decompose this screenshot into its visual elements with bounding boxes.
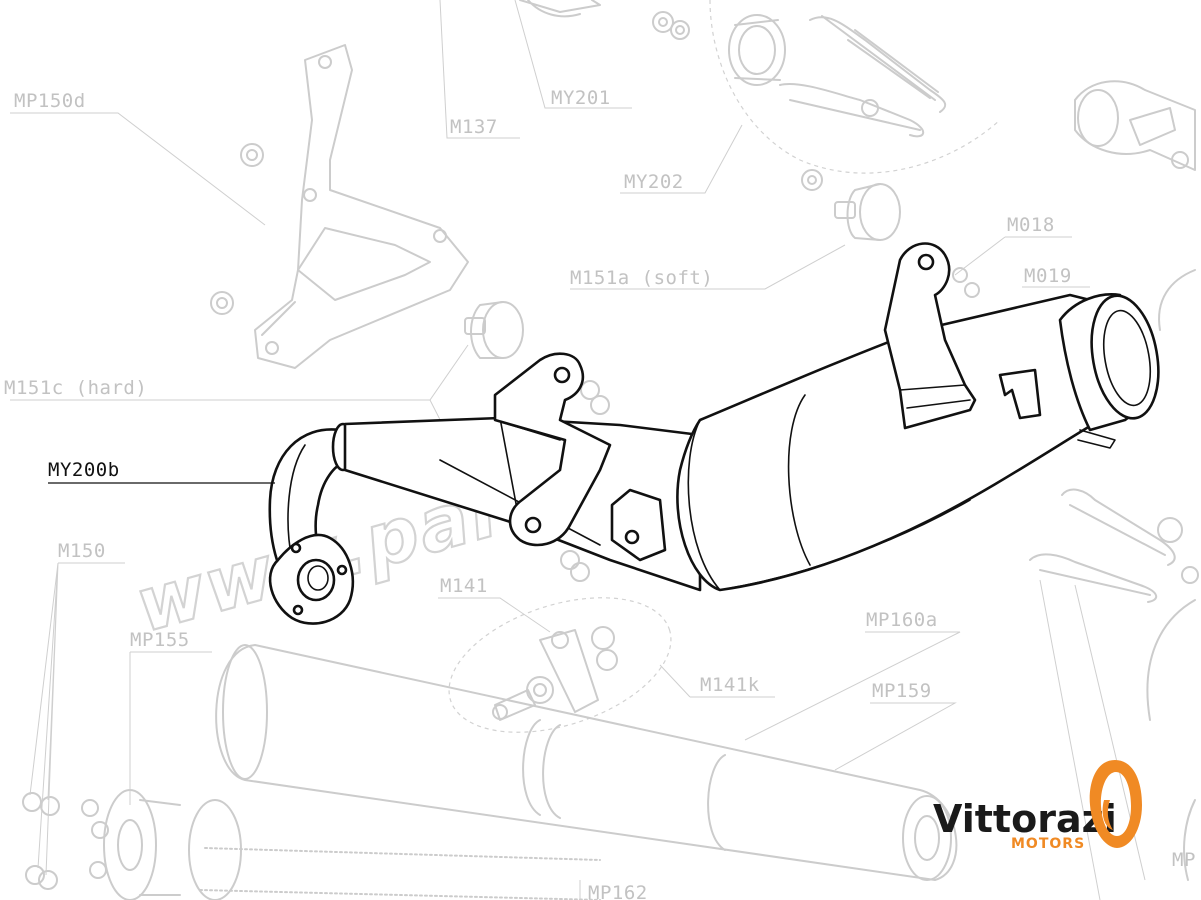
logo-wordmark: Vittorazi (933, 797, 1117, 841)
bracket-mp150d (254, 44, 469, 369)
part-top-right (1074, 80, 1196, 171)
exhaust-my200b (268, 242, 1160, 625)
clamp-m141 (492, 626, 618, 721)
springs-right (1029, 488, 1199, 603)
label-m151c: M151c (hard) (4, 377, 147, 399)
nut-mp150d (240, 143, 264, 167)
label-mp155: MP155 (130, 629, 190, 651)
part-m137 (519, 0, 601, 18)
springs-top (779, 15, 947, 138)
nut-mp150d-2 (210, 291, 234, 315)
label-my202: MY202 (624, 171, 684, 193)
label-mp162: MP162 (588, 882, 648, 900)
label-m151a: M151a (soft) (570, 267, 713, 289)
label-m019: M019 (1024, 265, 1072, 287)
label-mp160a: MP160a (866, 609, 938, 631)
silencer-mp160a (215, 644, 958, 881)
flange-mp155 (81, 789, 242, 900)
label-m018: M018 (1007, 214, 1055, 236)
label-m150: M150 (58, 540, 106, 562)
nut-my202 (801, 169, 823, 191)
rubber-m151c (464, 301, 524, 359)
nuts-m150 (22, 792, 60, 890)
label-mp-right: MP (1172, 849, 1196, 871)
label-my201: MY201 (551, 87, 611, 109)
vittorazi-logo: Vittorazi MOTORS (933, 760, 1142, 852)
label-mp159: MP159 (872, 680, 932, 702)
background-parts (10, 0, 1199, 900)
logo-emblem-icon (1089, 760, 1142, 848)
pipe-mp162 (199, 847, 601, 900)
label-my200b: MY200b (48, 459, 120, 481)
logo-subtitle: MOTORS (1011, 836, 1085, 852)
ring-my201 (728, 14, 786, 86)
label-m141: M141 (440, 575, 488, 597)
label-m137: M137 (450, 116, 498, 138)
part-labels: MP150d M137 MY201 MY202 M018 M019 M151a … (4, 87, 1196, 900)
label-mp150d: MP150d (14, 90, 86, 112)
label-m141k: M141k (700, 674, 760, 696)
rubber-m151a (834, 183, 901, 241)
nut-m137 (652, 11, 690, 40)
